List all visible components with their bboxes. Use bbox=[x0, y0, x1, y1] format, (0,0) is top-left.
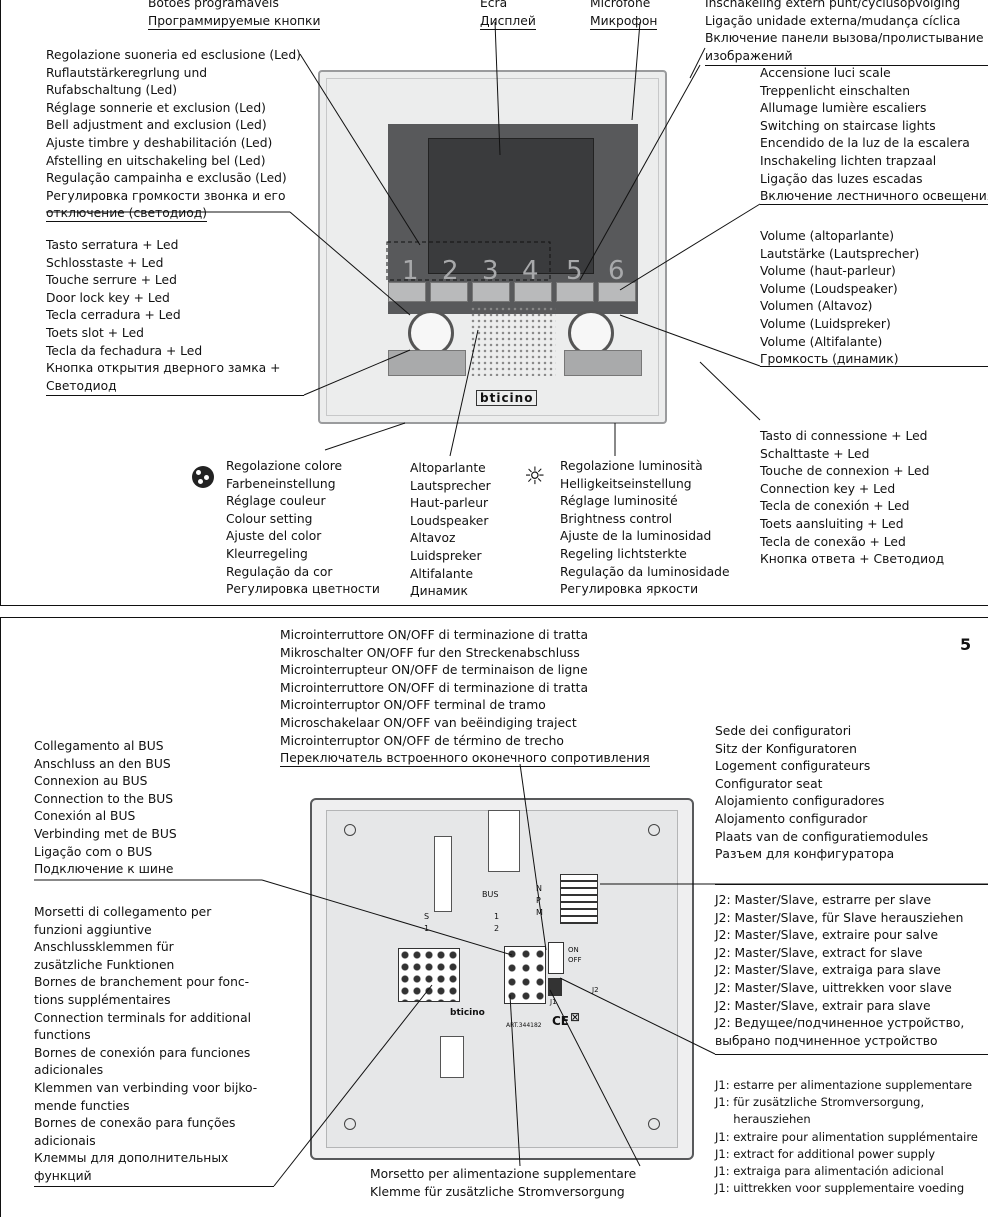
label-microswitch: Microinterruttore ON/OFF di terminazione… bbox=[280, 628, 650, 768]
art-number: ART.344182 bbox=[506, 1022, 542, 1029]
page-number: 5 bbox=[960, 635, 972, 654]
connection-key[interactable] bbox=[564, 350, 642, 376]
external-unit-key[interactable] bbox=[556, 282, 594, 302]
key-number-3: 3 bbox=[482, 256, 499, 286]
bus-pin-1: 1 bbox=[494, 912, 500, 921]
section-frame-bottom bbox=[0, 617, 988, 1217]
door-lock-key[interactable] bbox=[388, 350, 466, 376]
key-number-6: 6 bbox=[608, 256, 625, 286]
prog-key-2[interactable] bbox=[430, 282, 468, 302]
left-connector bbox=[434, 836, 452, 912]
ce-mark: CE bbox=[552, 1014, 570, 1028]
label-power-terminal: Morsetto per alimentazione supplementare… bbox=[370, 1167, 637, 1199]
display-screen bbox=[428, 138, 594, 274]
device-front: 1 2 3 4 5 6 bticino bbox=[318, 70, 667, 424]
rule-terminals bbox=[34, 1186, 274, 1187]
rule-volume bbox=[760, 366, 988, 367]
brightness-icon: ☼ bbox=[524, 462, 546, 490]
switch-label-on: ON bbox=[568, 946, 579, 954]
label-j1-power: J1: estarre per alimentazione supplement… bbox=[715, 1078, 978, 1196]
conf-letter-p: P bbox=[536, 896, 541, 905]
rule-staircase bbox=[760, 204, 988, 205]
brand-logo: bticino bbox=[476, 390, 538, 406]
additional-terminal-block bbox=[398, 948, 460, 1002]
screw-hole-bl bbox=[344, 1118, 356, 1130]
rule-door-lock bbox=[46, 395, 304, 396]
rule-configurator bbox=[715, 884, 988, 885]
label-microphone: Microfone Микрофон bbox=[590, 0, 658, 30]
left-pin-s: S bbox=[424, 912, 430, 921]
leader-lines-top bbox=[46, 21, 761, 457]
key-number-1: 1 bbox=[402, 256, 419, 286]
weee-icon: ⊠ bbox=[570, 1010, 581, 1024]
termination-switch[interactable] bbox=[548, 942, 564, 974]
bell-knob[interactable] bbox=[408, 310, 454, 356]
switch-label-off: OFF bbox=[568, 956, 582, 964]
device-back: BUS 1 2 S 1 N P M ON OFF J1 J2 bticino A… bbox=[310, 798, 694, 1160]
prog-key-4[interactable] bbox=[514, 282, 552, 302]
bus-pin-2: 2 bbox=[494, 924, 500, 933]
jumper-j2-label: J2 bbox=[592, 986, 599, 994]
screw-hole-br bbox=[648, 1118, 660, 1130]
bus-pin-label: BUS bbox=[482, 890, 499, 899]
label-volume: Volume (altoparlante)Lautstärke (Lautspr… bbox=[760, 229, 920, 367]
section-frame-top bbox=[0, 0, 988, 606]
key-number-4: 4 bbox=[522, 256, 539, 286]
screw-hole-tr bbox=[648, 824, 660, 836]
bus-terminal-block bbox=[504, 946, 546, 1004]
label-display: Ecrã Дисплей bbox=[480, 0, 536, 30]
key-number-5: 5 bbox=[566, 256, 583, 286]
label-bell-adjustment: Regolazione suoneria ed esclusione (Led)… bbox=[46, 48, 301, 223]
rule-j2 bbox=[715, 1054, 988, 1055]
rule-external-unit bbox=[705, 65, 988, 66]
label-programmable-buttons: Botões programáveis Программируемые кноп… bbox=[148, 0, 321, 30]
screw-hole-tl bbox=[344, 824, 356, 836]
label-external-unit: Inschakeling extern punt/cyclusopvolging… bbox=[705, 0, 984, 63]
top-slot bbox=[488, 810, 520, 872]
prog-key-3[interactable] bbox=[472, 282, 510, 302]
prog-key-1[interactable] bbox=[388, 282, 426, 302]
key-number-2: 2 bbox=[442, 256, 459, 286]
left-pin-1: 1 bbox=[424, 924, 430, 933]
conf-letter-n: N bbox=[536, 884, 542, 893]
back-brand-logo: bticino bbox=[450, 1008, 485, 1018]
bottom-slot bbox=[440, 1036, 464, 1078]
configurator-socket bbox=[560, 874, 598, 924]
speaker-grille bbox=[470, 306, 556, 376]
jumper-j1[interactable] bbox=[548, 978, 562, 996]
volume-knob[interactable] bbox=[568, 310, 614, 356]
staircase-light-key[interactable] bbox=[598, 282, 636, 302]
conf-letter-m: M bbox=[536, 908, 543, 917]
jumper-j1-label: J1 bbox=[550, 998, 557, 1006]
colour-icon bbox=[192, 466, 214, 488]
